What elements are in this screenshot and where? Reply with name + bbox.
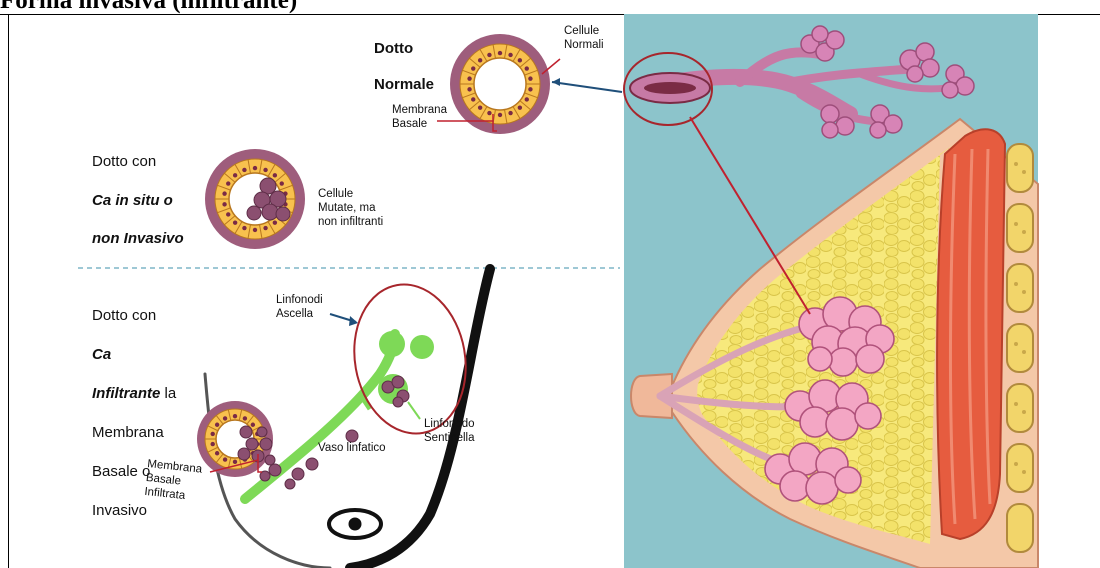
cell-nucleus xyxy=(242,168,246,172)
cell-nucleus xyxy=(478,105,482,109)
cell-nucleus xyxy=(211,442,215,446)
in-situ-title: Dotto con Ca in situ o non Invasivo xyxy=(92,133,184,267)
cell-nucleus xyxy=(467,87,471,91)
normal-duct-diagram xyxy=(450,34,550,134)
in-situ-title-line3: non Invasivo xyxy=(92,229,184,248)
cell-nucleus xyxy=(233,460,237,464)
cell-nucleus xyxy=(508,53,512,57)
normal-duct-link-arrow xyxy=(552,82,622,92)
cell-nucleus xyxy=(226,181,230,185)
cell-nucleus xyxy=(233,173,237,177)
invasive-title-line3: Infiltrante la xyxy=(92,384,176,404)
cell-nucleus xyxy=(525,97,529,101)
cell-nucleus xyxy=(242,226,246,230)
cell-nucleus xyxy=(211,432,215,436)
cell-nucleus xyxy=(226,212,230,216)
basal-membrane-label: Membrana Basale xyxy=(392,104,447,132)
cell-nucleus xyxy=(222,202,226,206)
cell-nucleus xyxy=(233,414,237,418)
cell-nucleus xyxy=(528,76,532,80)
invasive-title-emphasis: Infiltrante xyxy=(92,385,160,402)
cell-nucleus xyxy=(518,58,522,62)
cell-nucleus xyxy=(253,228,257,232)
lymph-vessel-label: Vaso linfatico xyxy=(318,442,386,456)
cell-nucleus xyxy=(528,87,532,91)
invasive-title-rest: la xyxy=(160,385,176,402)
cell-nucleus xyxy=(471,66,475,70)
normal-duct-title: Dotto Normale xyxy=(374,22,434,112)
cell-nucleus xyxy=(263,226,267,230)
cell-nucleus xyxy=(215,451,219,455)
cell-nucleus xyxy=(253,166,257,170)
cell-nucleus xyxy=(223,457,227,461)
cell-nucleus xyxy=(478,58,482,62)
cell-nucleus xyxy=(280,181,284,185)
mutated-cells-label: Cellule Mutate, ma non infiltranti xyxy=(318,188,383,229)
cell-nucleus xyxy=(273,220,277,224)
invasive-title-line4: Membrana xyxy=(92,423,176,443)
cell-nucleus xyxy=(233,220,237,224)
sentinel-label-line xyxy=(408,402,420,419)
axilla-nodes-label: Linfonodi Ascella xyxy=(276,294,323,322)
cell-nucleus xyxy=(263,168,267,172)
invasive-title-line1: Dotto con xyxy=(92,306,176,326)
cell-nucleus xyxy=(487,53,491,57)
cell-nucleus xyxy=(525,66,529,70)
diagram-frame: Dotto Normale Cellule Normali Membrana B… xyxy=(0,14,1100,568)
in-situ-duct-diagram xyxy=(205,149,305,249)
invasive-title-line2: Ca xyxy=(92,345,176,365)
in-situ-title-line1: Dotto con xyxy=(92,152,184,171)
cell-nucleus xyxy=(498,113,502,117)
cell-nucleus xyxy=(498,51,502,55)
invasive-title: Dotto con Ca Infiltrante la Membrana Bas… xyxy=(92,286,176,540)
cell-nucleus xyxy=(222,191,226,195)
sentinel-node-label: Linfonodo Sentinella xyxy=(424,418,475,446)
cell-nucleus xyxy=(251,423,255,427)
invasive-title-line6: Invasivo xyxy=(92,501,176,521)
normal-duct-title-line1: Dotto xyxy=(374,40,434,58)
normal-duct-title-line2: Normale xyxy=(374,76,434,94)
cell-nucleus xyxy=(243,416,247,420)
cell-nucleus xyxy=(223,416,227,420)
cell-nucleus xyxy=(471,97,475,101)
normal-cells-label: Cellule Normali xyxy=(564,25,604,53)
page-title: Forma invasiva (infiltrante) xyxy=(0,0,297,13)
infiltrated-membrane-label: Membrana Basale Infiltrata xyxy=(144,458,203,505)
cell-nucleus xyxy=(487,111,491,115)
cell-nucleus xyxy=(467,76,471,80)
cell-nucleus xyxy=(215,423,219,427)
cell-nucleus xyxy=(273,173,277,177)
breast-anatomy-illustration xyxy=(624,14,1038,568)
cell-nucleus xyxy=(508,111,512,115)
cell-nucleus xyxy=(518,105,522,109)
in-situ-title-line2: Ca in situ o xyxy=(92,191,184,210)
